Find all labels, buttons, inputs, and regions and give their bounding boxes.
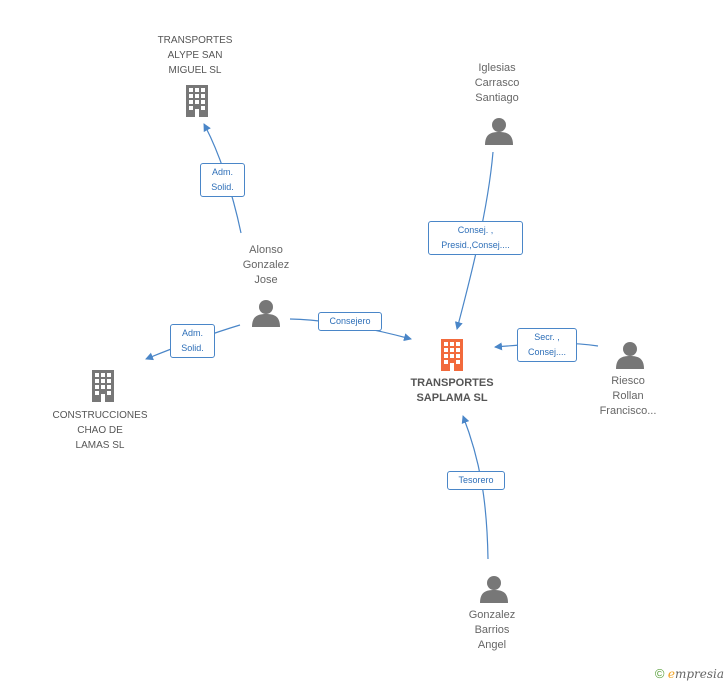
edge-label-alonso-chao[interactable]: Adm. Solid. xyxy=(170,324,215,358)
brand-initial: e xyxy=(667,667,675,681)
alonso-label[interactable]: Alonso Gonzalez Jose xyxy=(242,244,290,286)
iglesias-person-icon[interactable] xyxy=(485,118,513,145)
copyright-icon: © xyxy=(654,666,665,681)
construcciones-chao-building-icon[interactable] xyxy=(92,370,114,402)
iglesias-label[interactable]: Iglesias Carrasco Santiago xyxy=(474,62,520,104)
riesco-person-icon[interactable] xyxy=(616,342,644,369)
edge-label-iglesias-saplama[interactable]: Consej. , Presid.,Consej.... xyxy=(428,221,523,255)
edge-label-gonzalez-saplama[interactable]: Tesorero xyxy=(447,471,505,490)
edge-label-alonso-alype[interactable]: Adm. Solid. xyxy=(200,163,245,197)
riesco-label[interactable]: Riesco Rollan Francisco... xyxy=(599,375,657,417)
edge-label-alonso-saplama[interactable]: Consejero xyxy=(318,312,382,331)
edge-label-riesco-saplama[interactable]: Secr. , Consej.... xyxy=(517,328,577,362)
construcciones-chao-label[interactable]: CONSTRUCCIONES CHAO DE LAMAS SL xyxy=(52,410,148,451)
transportes-saplama-building-icon[interactable] xyxy=(441,339,463,371)
transportes-saplama-label[interactable]: TRANSPORTES SAPLAMA SL xyxy=(410,377,494,404)
transportes-alype-label[interactable]: TRANSPORTES ALYPE SAN MIGUEL SL xyxy=(157,35,233,76)
transportes-alype-building-icon[interactable] xyxy=(186,85,208,117)
empresia-brand[interactable]: © empresia xyxy=(655,666,724,681)
alonso-person-icon[interactable] xyxy=(252,300,280,327)
brand-name: mpresia xyxy=(674,667,724,681)
gonzalez-barrios-label[interactable]: Gonzalez Barrios Angel xyxy=(468,609,516,651)
gonzalez-barrios-person-icon[interactable] xyxy=(480,576,508,603)
